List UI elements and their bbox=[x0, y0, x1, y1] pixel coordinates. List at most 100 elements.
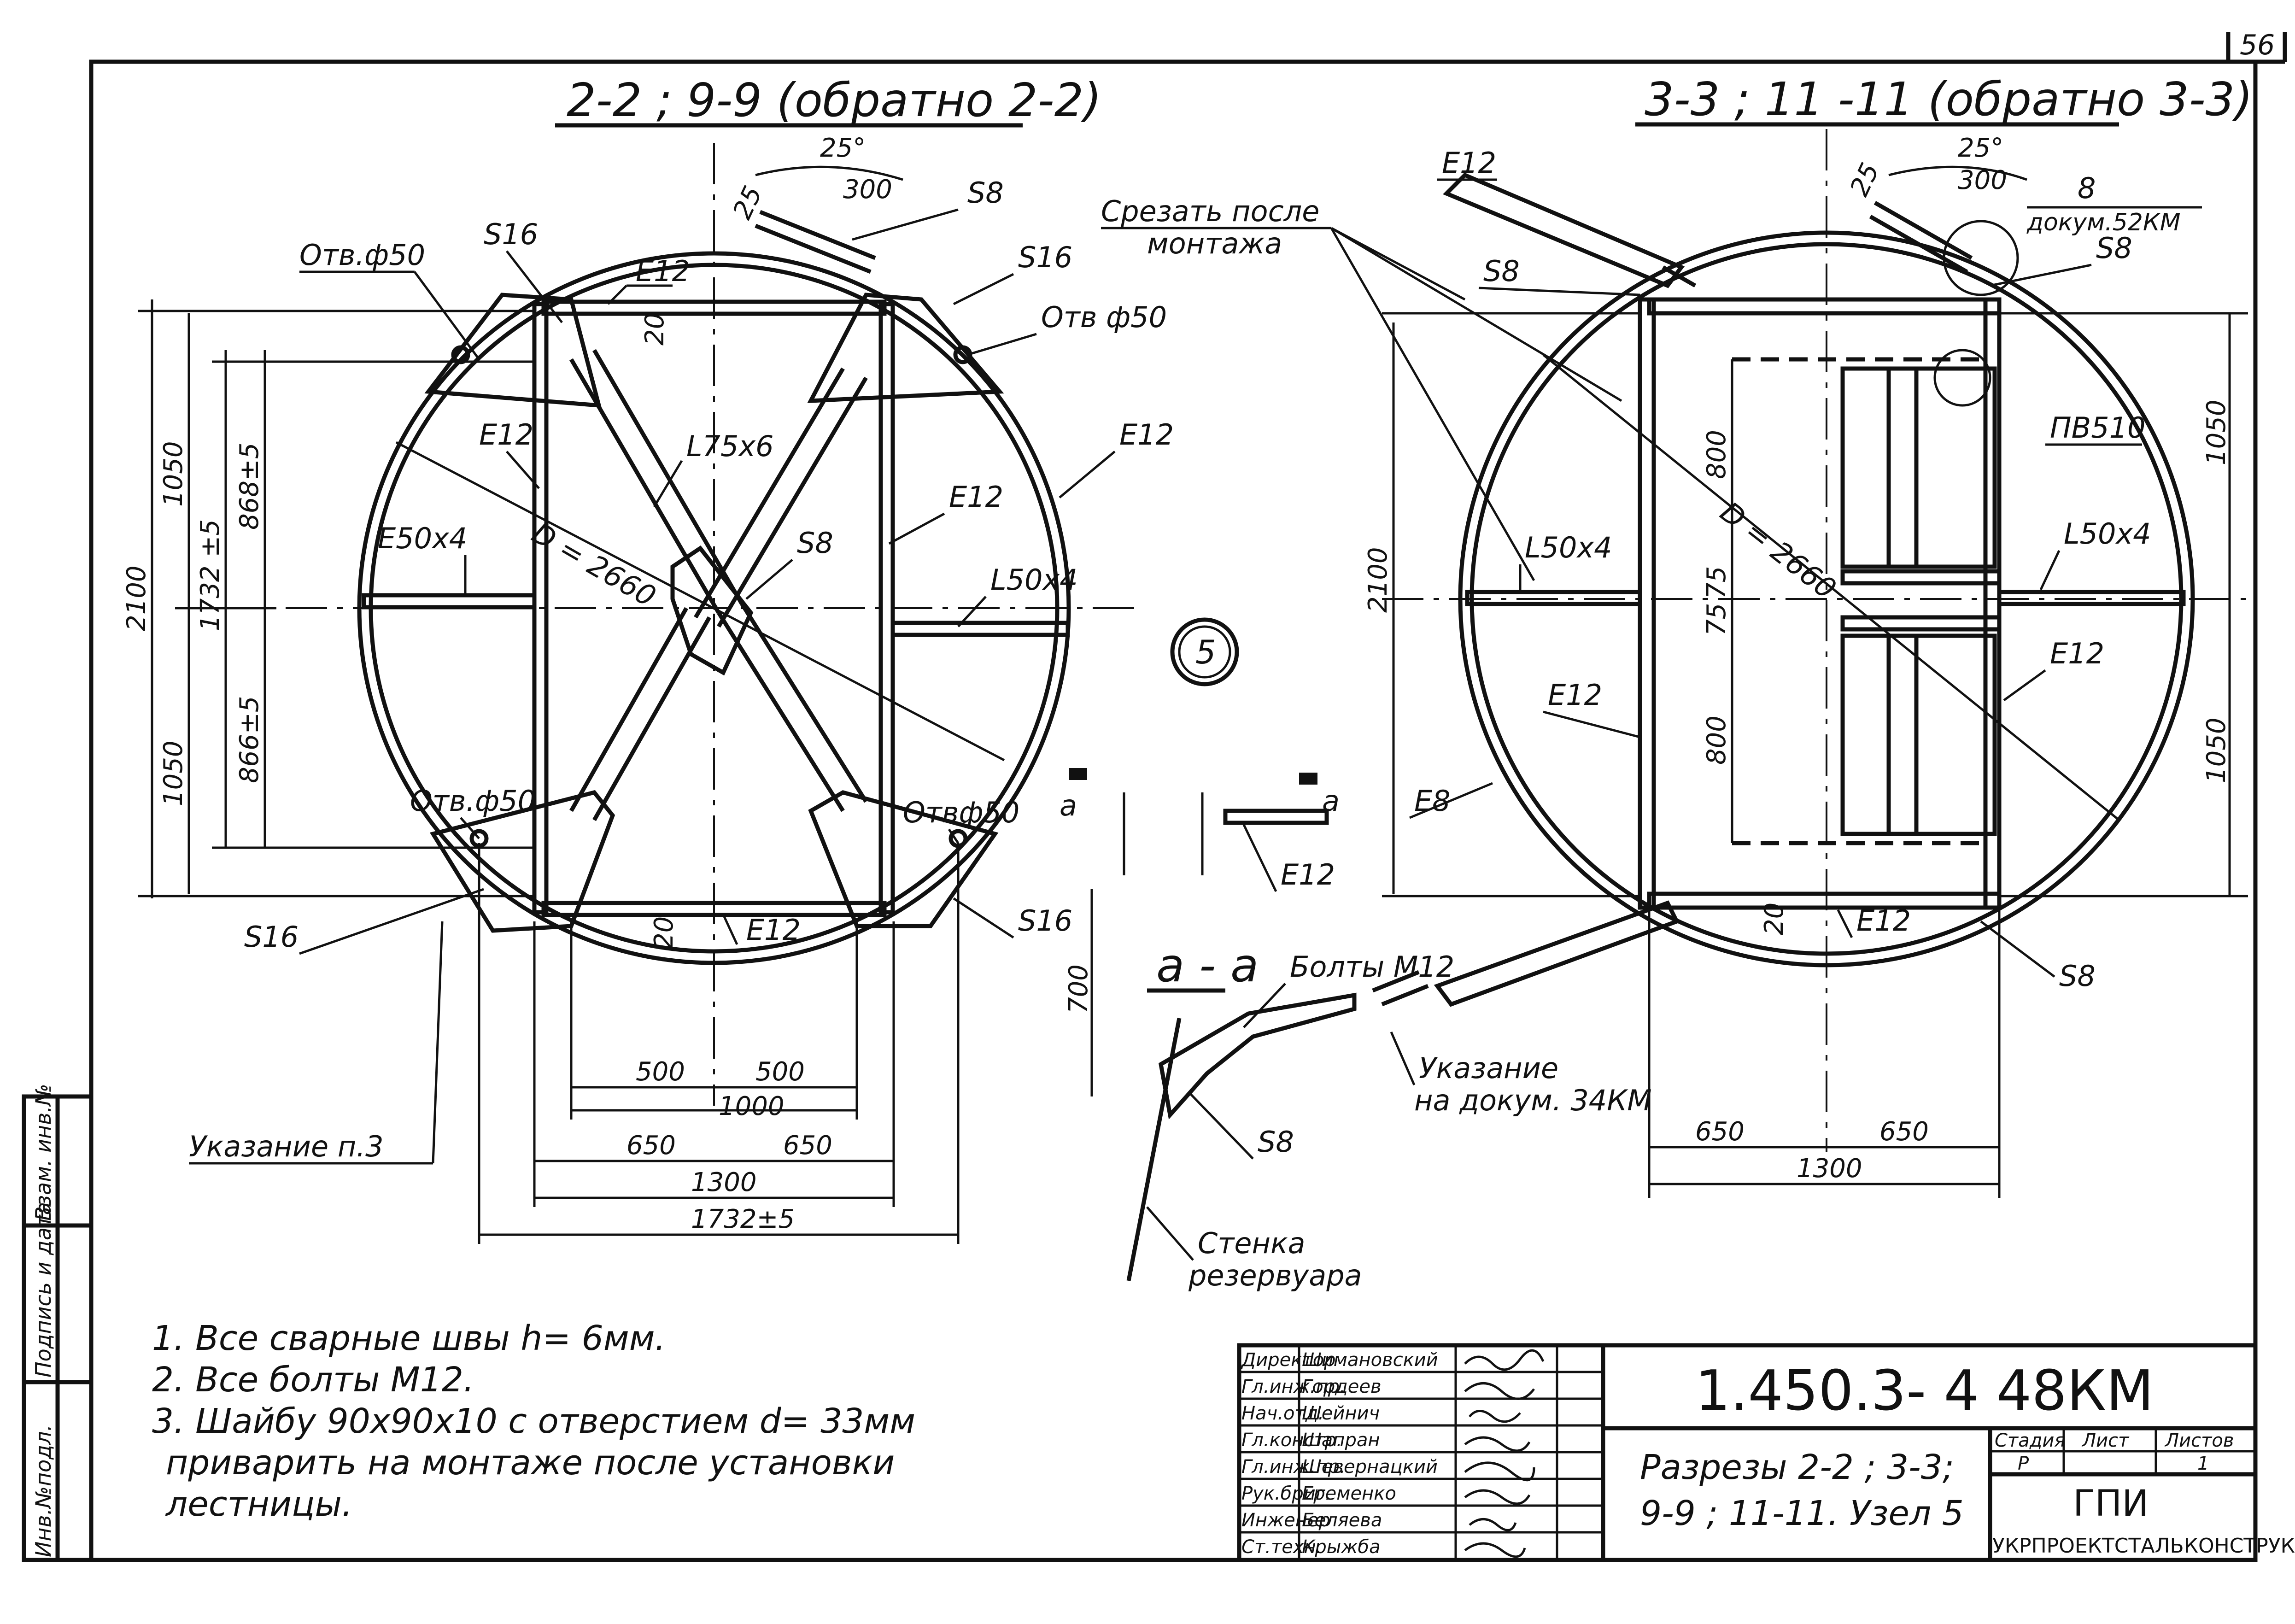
r-dim-2100: 2100 bbox=[1363, 547, 1393, 613]
r-label-montazh: монтажа bbox=[1147, 227, 1282, 260]
left-stamp: Инв.№подл. Подпись и дата Взам. инв.№ bbox=[22, 1084, 94, 1562]
tb-org-full: УКРПРОЕКТСТАЛЬКОНСТРУКЦИЯ bbox=[1992, 1534, 2295, 1558]
tb-name-7: Беляева bbox=[1302, 1510, 1382, 1531]
dim-500-a: 500 bbox=[636, 1057, 685, 1087]
label-d300: 300 bbox=[843, 175, 892, 205]
dim-1300: 1300 bbox=[691, 1167, 757, 1197]
r-label-s8-tl: S8 bbox=[1483, 254, 1520, 288]
tb-sheet-title-1: Разрезы 2-2 ; 3-3; bbox=[1640, 1448, 1954, 1487]
dim-1732-horizontal: 1732±5 bbox=[691, 1204, 795, 1234]
note-3: 3. Шайбу 90х90х10 с отверстием d= 33мм bbox=[152, 1401, 915, 1441]
r-label-l50-left: L50х4 bbox=[1525, 531, 1612, 564]
r-label-l50-right: L50х4 bbox=[2064, 517, 2151, 551]
right-view: 3-3 ; 11 -11 (обратно 3-3) bbox=[1101, 72, 2253, 1198]
tb-name-8: Крыжба bbox=[1302, 1536, 1381, 1558]
r-label-dokum52: докум.52КМ bbox=[2026, 209, 2181, 236]
r-label-w20: 20 bbox=[1759, 903, 1789, 935]
note-4: приварить на монтаже после установки bbox=[166, 1443, 895, 1483]
label-c12-vl: Ε12 bbox=[479, 418, 533, 451]
label-ang25: 25° bbox=[820, 133, 866, 163]
label-w20-bot: 20 bbox=[649, 916, 679, 949]
label-s16-tl: S16 bbox=[484, 217, 538, 251]
r-label-srez: Срезать после bbox=[1101, 194, 1319, 228]
dim-650-a: 650 bbox=[626, 1131, 676, 1161]
dim-1732-vertical: 1732 ±5 bbox=[195, 519, 225, 631]
label-otv-br: Отвф50 bbox=[903, 796, 1019, 829]
title-block: Директор Гл.инж.пр. Нач.отд. Гл.констр. … bbox=[1237, 1343, 2295, 1562]
r-label-pv510: ПВ510 bbox=[2050, 411, 2146, 445]
note-5: лестницы. bbox=[165, 1484, 352, 1524]
r-label-ang25: 25° bbox=[1958, 133, 2003, 163]
right-angle-left bbox=[1465, 590, 1642, 606]
r-dim-1300: 1300 bbox=[1797, 1154, 1862, 1184]
aa-marker-left: а bbox=[1060, 789, 1077, 822]
left-angle-left bbox=[362, 593, 537, 610]
label-s16-bl: S16 bbox=[244, 920, 299, 954]
right-bottom-brace bbox=[1434, 900, 1680, 1007]
r-label-s8-br: S8 bbox=[2059, 959, 2096, 993]
tb-role-7: Инженер bbox=[1241, 1510, 1330, 1531]
note-2: 2. Все болты М12. bbox=[152, 1360, 474, 1400]
tb-name-4: Шапран bbox=[1302, 1430, 1380, 1451]
label-otv-tr: Отв ф50 bbox=[1041, 300, 1167, 334]
tb-org-short: ГПИ bbox=[2073, 1483, 2149, 1524]
general-notes: 1. Все сварные швы h= 6мм. 2. Все болты … bbox=[152, 1319, 915, 1524]
left-channel-vertical-right bbox=[878, 302, 895, 915]
tb-name-3: Шейнич bbox=[1302, 1403, 1380, 1424]
dim-866: 866±5 bbox=[234, 696, 264, 783]
dim-868: 868±5 bbox=[234, 443, 264, 530]
r-label-c12-brace: Ε12 bbox=[1442, 146, 1496, 180]
label-c12-top: Ε12 bbox=[636, 254, 690, 288]
label-ukaz: Указание п.3 bbox=[189, 1130, 384, 1163]
aa-wall-1: Стенка bbox=[1198, 1226, 1306, 1260]
aa-bolts: Болты М12 bbox=[1290, 950, 1454, 984]
r-dim-650-a: 650 bbox=[1695, 1117, 1745, 1147]
tb-sheets-header: Листов bbox=[2164, 1430, 2234, 1451]
aa-ukaz-1: Указание bbox=[1419, 1051, 1558, 1085]
aa-s8: S8 bbox=[1258, 1125, 1294, 1159]
dim-1050-top: 1050 bbox=[158, 441, 188, 507]
left-view: 2-2 ; 9-9 (обратно 2-2) bbox=[122, 73, 1174, 1244]
r-dim-800-top: 800 bbox=[1702, 430, 1732, 479]
stamp-podpis: Подпись и дата bbox=[31, 1202, 56, 1378]
sheet-number: 56 bbox=[2240, 29, 2275, 61]
dim-1050-bot: 1050 bbox=[158, 740, 188, 806]
tb-stage-header: Стадия bbox=[1995, 1430, 2065, 1451]
tb-sheet-title-2: 9-9 ; 11-11. Узел 5 bbox=[1640, 1494, 1964, 1533]
r-dim-800-bot: 800 bbox=[1702, 715, 1732, 765]
tb-name-5: Шевернацкий bbox=[1302, 1456, 1438, 1477]
tb-doc-code: 1.450.3- 4 48КМ bbox=[1695, 1359, 2154, 1423]
tb-name-2: Гордеев bbox=[1302, 1376, 1382, 1397]
right-ladder bbox=[1732, 220, 2019, 845]
aa-c12: Ε12 bbox=[1281, 858, 1335, 891]
left-bottom-channel bbox=[541, 901, 887, 917]
r-dim-75-a: 75 bbox=[1702, 566, 1732, 599]
label-otv-tl: Отв.ф50 bbox=[299, 238, 425, 272]
tb-name-1: Шимановский bbox=[1302, 1349, 1438, 1371]
r-label-c12-bottom: Ε12 bbox=[1856, 904, 1911, 938]
r-label-s8-tr: S8 bbox=[2096, 231, 2132, 265]
node-5-number: 5 bbox=[1195, 633, 1216, 671]
r-dim-1050-top: 1050 bbox=[2201, 399, 2231, 465]
right-top-brace bbox=[1443, 172, 1685, 288]
left-view-title: 2-2 ; 9-9 (обратно 2-2) bbox=[567, 73, 1101, 127]
left-dims-vertical bbox=[138, 299, 534, 898]
left-gusset-tr bbox=[807, 293, 1004, 403]
tb-role-1: Директор bbox=[1241, 1349, 1336, 1371]
tb-name-6: Еременко bbox=[1302, 1483, 1396, 1504]
label-l50-right: L50х4 bbox=[990, 563, 1078, 597]
aa-dim-700: 700 bbox=[1064, 964, 1094, 1014]
r-label-c12-right: Ε12 bbox=[2050, 637, 2104, 670]
tb-role-5: Гл.инж.пр. bbox=[1241, 1456, 1346, 1477]
r-label-c12-left: Ε12 bbox=[1548, 678, 1602, 712]
stamp-vzam: Взам. инв.№ bbox=[31, 1084, 56, 1221]
r-label-d300: 300 bbox=[1958, 165, 2007, 195]
tb-role-2: Гл.инж.пр. bbox=[1241, 1376, 1346, 1397]
note-1: 1. Все сварные швы h= 6мм. bbox=[152, 1319, 666, 1358]
dim-500-b: 500 bbox=[755, 1057, 805, 1087]
dim-650-b: 650 bbox=[783, 1131, 832, 1161]
dim-2100: 2100 bbox=[122, 565, 152, 631]
left-gusset-br bbox=[808, 790, 999, 928]
tb-stage: Р bbox=[2018, 1453, 2029, 1474]
